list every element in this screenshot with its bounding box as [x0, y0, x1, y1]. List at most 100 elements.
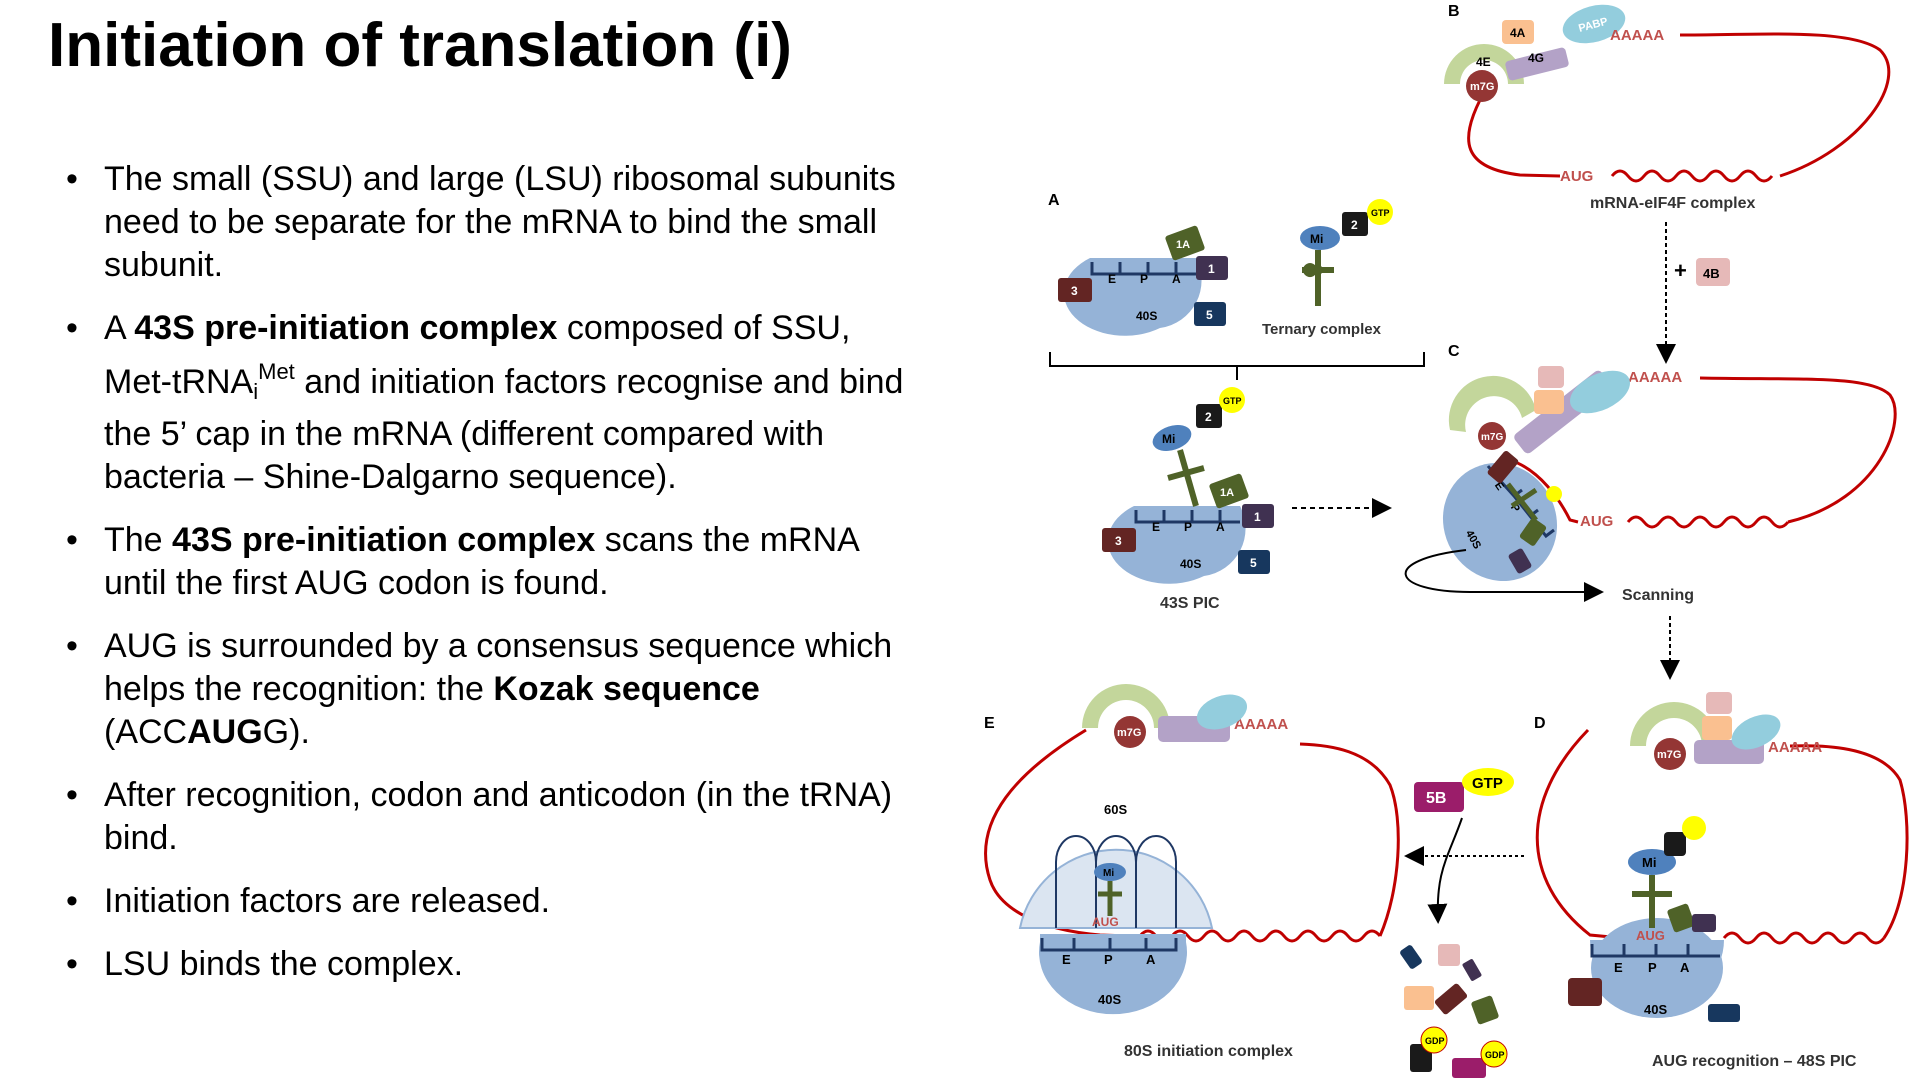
init80s-caption: 80S initiation complex	[1124, 1043, 1293, 1060]
mrna-loop	[1789, 744, 1909, 939]
eif2-icon	[1196, 404, 1222, 428]
scanning-caption: Scanning	[1622, 587, 1694, 604]
eif1-label: 1	[1254, 510, 1261, 524]
bullet-list: The small (SSU) and large (LSU) ribosoma…	[62, 158, 922, 1006]
gtp-icon	[1219, 387, 1245, 413]
pabp-icon	[1562, 4, 1626, 44]
bullet-scanning: The 43S pre-initiation complex scans the…	[62, 519, 922, 605]
pabp-icon	[1731, 714, 1781, 750]
pabp-icon	[1196, 694, 1248, 730]
panel-e-80s: AAAAA m7G 60S Mi AUG E P A 40S 80S initi…	[984, 684, 1400, 1060]
eif5-icon	[1194, 302, 1226, 326]
sites-epa-icon	[1090, 262, 1196, 276]
eif1-icon	[1462, 959, 1482, 981]
eif5-icon	[1508, 548, 1532, 574]
eif4g-label: 4G	[1528, 51, 1544, 65]
mrna-coding-wave	[1722, 931, 1886, 945]
polya-label: AAAAA	[1768, 739, 1822, 756]
site-e: E	[1062, 952, 1071, 967]
eif4b-icon	[1706, 692, 1732, 714]
met-label: Mi	[1162, 432, 1175, 446]
ribosome-40s-icon	[1107, 506, 1246, 584]
eif5-label: 5	[1250, 556, 1257, 570]
cap-label: m7G	[1470, 81, 1494, 93]
panel-b-mrna-eif4f: 4E 4G 4A PABP AAAAA m7G AUG mRNA-eIF4F c…	[1444, 4, 1891, 212]
eif4a-icon	[1502, 20, 1534, 44]
eif2-icon	[1664, 832, 1686, 856]
subunit-40s-label: 40S	[1644, 1002, 1667, 1017]
subunit-60s-label: 60S	[1104, 802, 1127, 817]
eif1a-icon	[1519, 518, 1547, 546]
ribosome-60s-icon	[1018, 848, 1214, 929]
gdp-label: GDP	[1425, 1036, 1445, 1046]
panel-letter-e: E	[984, 715, 995, 732]
eif4b-icon	[1696, 258, 1730, 286]
panel-c-scanning: AAAAA AUG E P A 40S m7G Scanning	[1404, 366, 1897, 604]
cap-icon	[1466, 70, 1498, 102]
gtp-icon	[1462, 768, 1514, 796]
polya-label: AAAAA	[1610, 27, 1664, 44]
eif1a-label: 1A	[1176, 239, 1190, 251]
met-icon	[1628, 849, 1676, 875]
eif1a-icon	[1667, 903, 1695, 933]
complex-43s-pic: E P A 40S Mi 2 GTP 1A 1 3 5 43S PIC	[1102, 387, 1274, 612]
eif4b-icon	[1438, 944, 1460, 966]
eif1a-icon	[1165, 225, 1205, 261]
mrna-loop	[1679, 32, 1891, 178]
ternary-caption: Ternary complex	[1262, 321, 1382, 338]
eif1-icon	[1196, 256, 1228, 280]
mrna-loop	[1299, 742, 1400, 937]
eif3-icon	[1058, 278, 1092, 302]
sites-epa-icon	[1590, 944, 1720, 958]
eif5b-icon	[1414, 782, 1464, 812]
eif4a-icon	[1534, 390, 1564, 414]
plus-sign: +	[1674, 258, 1687, 283]
bullet-lsu-binds: LSU binds the complex.	[62, 943, 922, 986]
bracket	[1049, 352, 1425, 380]
gtp-icon	[1367, 199, 1393, 225]
polya-label: AAAAA	[1234, 716, 1288, 733]
subunit-40s-label: 40S	[1098, 992, 1121, 1007]
eif5-icon	[1238, 550, 1270, 574]
site-p: P	[1104, 952, 1113, 967]
eif4a-label: 4A	[1510, 26, 1526, 40]
cap-label: m7G	[1117, 727, 1141, 739]
eif4e-label: 4E	[1476, 55, 1491, 69]
mrna-strand	[1467, 99, 1561, 178]
eif5-icon	[1708, 1004, 1740, 1022]
eif3-label: 3	[1071, 284, 1078, 298]
eif2-label: 2	[1205, 410, 1212, 424]
mrna-coding-wave	[1610, 169, 1774, 183]
bullet-kozak: AUG is surrounded by a consensus sequenc…	[62, 625, 922, 754]
eif4e-icon	[1448, 375, 1536, 432]
eif4e-icon	[1444, 44, 1524, 84]
met-label: Mi	[1103, 868, 1114, 879]
site-e: E	[1614, 960, 1623, 975]
eif5b-icon	[1452, 1058, 1486, 1078]
eif4e-icon	[1082, 684, 1170, 728]
cap-icon	[1478, 422, 1506, 450]
eif1-icon	[1692, 914, 1716, 932]
met-icon	[1300, 226, 1340, 250]
pic43s-caption: 43S PIC	[1160, 595, 1220, 612]
site-e: E	[1152, 520, 1160, 534]
bullet-43s-complex: A 43S pre-initiation complex composed of…	[62, 307, 922, 499]
met-icon	[1152, 425, 1192, 451]
eif3-icon	[1487, 450, 1519, 484]
eif4a-icon	[1702, 716, 1732, 740]
released-factors: 5B GTP GDP GDP	[1400, 768, 1524, 1078]
eif4g-icon	[1505, 47, 1569, 81]
mrna-coding-wave	[1138, 929, 1382, 943]
gdp-label: GDP	[1485, 1050, 1505, 1060]
eif2-icon	[1342, 212, 1368, 236]
mrna-loop	[1699, 376, 1897, 524]
site-a: A	[1216, 520, 1225, 534]
cap-icon	[1654, 738, 1686, 770]
cap-icon	[1114, 716, 1146, 748]
eif4e-icon	[1630, 702, 1718, 746]
met-label: Mi	[1310, 232, 1323, 246]
superscript-met: Met	[258, 359, 295, 384]
aug-recog-caption: AUG recognition – 48S PIC	[1652, 1053, 1857, 1070]
eif1a-icon	[1471, 995, 1499, 1025]
